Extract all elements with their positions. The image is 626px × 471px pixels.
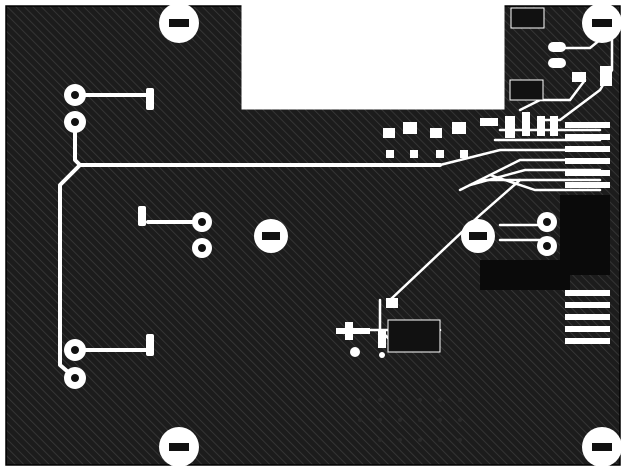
- right-test-pads: [537, 212, 557, 256]
- left-pads: [64, 84, 212, 389]
- top-right-components: [509, 7, 612, 101]
- standoff-pad-left: [254, 219, 288, 253]
- mounting-hole-bottom-right: [582, 427, 622, 467]
- mounting-hole-bottom-left: [159, 427, 199, 467]
- right-connector-pins: [565, 122, 610, 344]
- standoff-pad-right: [461, 219, 495, 253]
- via-grid: [358, 398, 462, 442]
- left-pad-holes: [71, 91, 206, 382]
- mounting-hole-top-left: [159, 3, 199, 43]
- bottom-center-component: [336, 298, 441, 358]
- dark-copper-region: [480, 195, 610, 290]
- smd-components-center: [383, 112, 558, 158]
- board-cutout-edge: [241, 2, 505, 110]
